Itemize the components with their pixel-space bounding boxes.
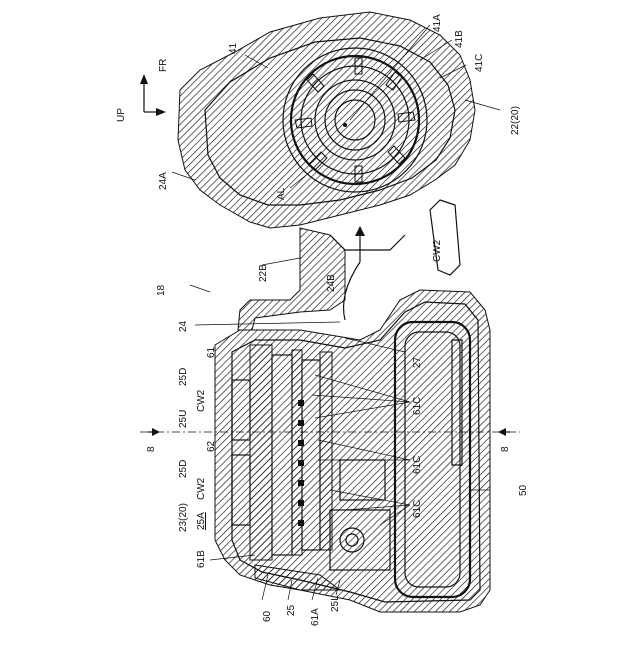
label-24a: 24A	[158, 172, 169, 190]
label-25d-b: 25D	[178, 460, 189, 478]
label-61c-b: 61C	[412, 456, 423, 474]
label-22b: 22B	[258, 264, 269, 282]
label-41c: 41C	[474, 54, 485, 72]
label-50: 50	[518, 484, 529, 496]
label-41a: 41A	[432, 14, 443, 32]
label-25: 25	[286, 604, 297, 616]
label-25l: 25L	[330, 595, 341, 612]
label-60: 60	[262, 610, 273, 622]
label-27: 27	[412, 356, 423, 368]
label-61b: 61B	[196, 550, 207, 568]
label-8-right: 8	[500, 446, 511, 452]
label-61a: 61A	[310, 608, 321, 626]
label-61c-c: 61C	[412, 500, 423, 518]
label-cw2-top: CW2	[432, 239, 443, 262]
label-up: UP	[116, 108, 127, 122]
label-cw2-b: CW2	[196, 477, 207, 500]
label-25u: 25U	[178, 410, 189, 428]
label-al: AL	[276, 187, 287, 200]
label-62: 62	[206, 440, 217, 452]
label-24: 24	[178, 320, 189, 332]
label-61: 61	[206, 346, 217, 358]
label-41b: 41B	[454, 30, 465, 48]
label-61c-a: 61C	[412, 397, 423, 415]
label-25d-a: 25D	[178, 368, 189, 386]
label-18: 18	[156, 284, 167, 296]
label-41: 41	[228, 42, 239, 54]
label-fr: FR	[158, 59, 169, 72]
motor-housing	[178, 12, 475, 228]
label-23-20: 23(20)	[178, 503, 189, 532]
direction-arrows	[140, 74, 166, 116]
label-8-left: 8	[146, 446, 157, 452]
label-24b: 24B	[326, 274, 337, 292]
label-22-20: 22(20)	[510, 106, 521, 135]
label-cw2-a: CW2	[196, 389, 207, 412]
label-25a: 25A	[196, 512, 207, 530]
